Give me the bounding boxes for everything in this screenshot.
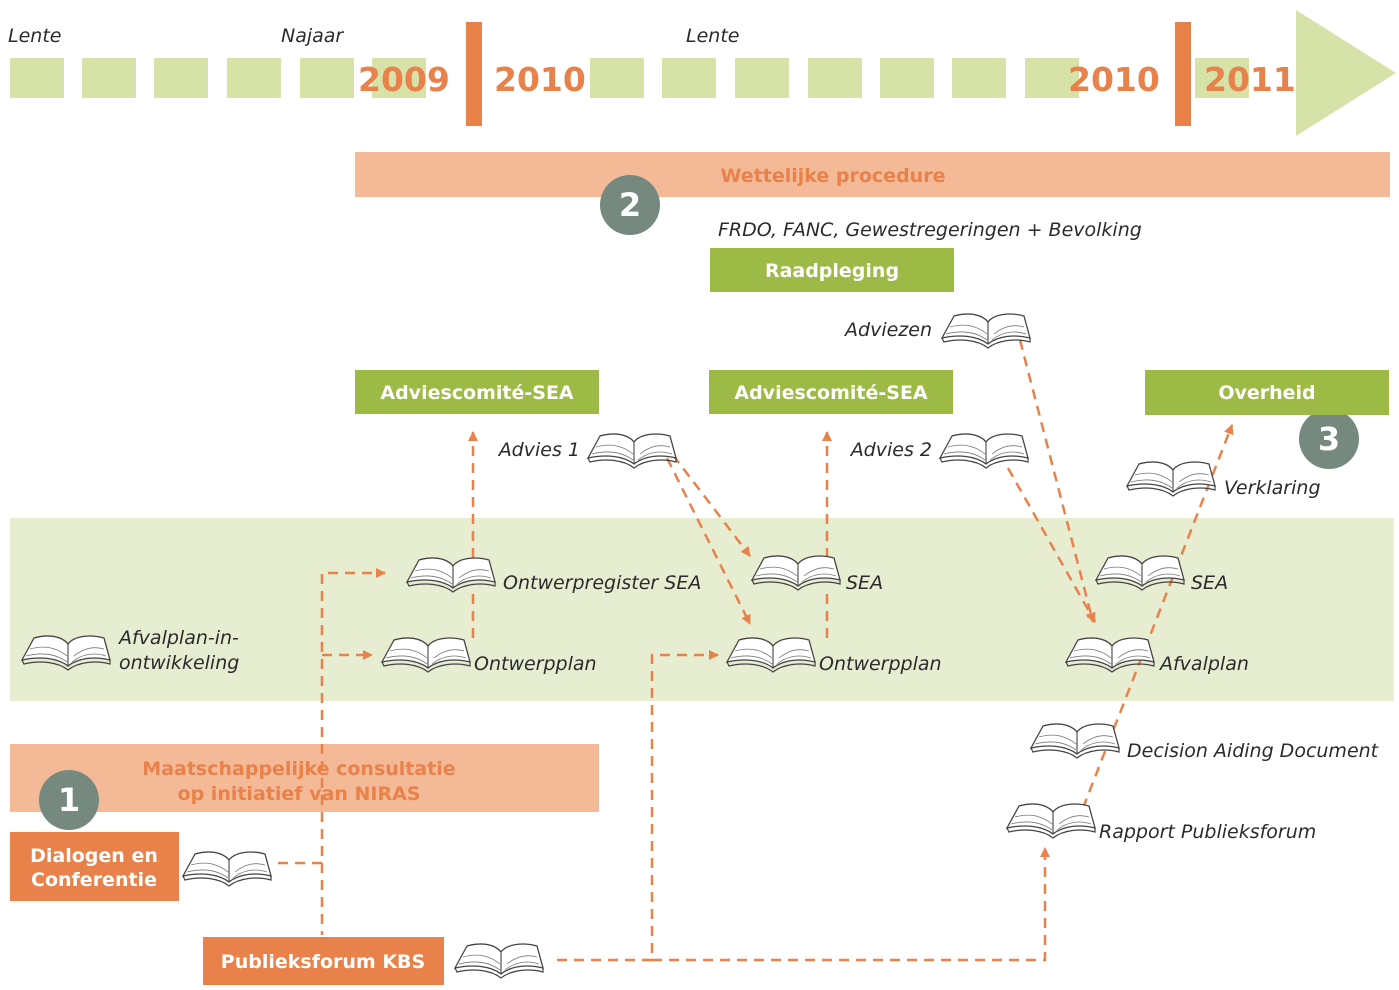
advisory-committee-box: [355, 370, 599, 414]
year-label: 2010: [494, 60, 586, 99]
doc-label-afvalplan-in-ontwikkeling: ontwikkeling: [119, 652, 239, 674]
step-circle-2: [600, 175, 660, 235]
advisory-committee-label: Adviescomité-SEA: [380, 382, 574, 404]
season-label: Najaar: [281, 25, 344, 47]
year-label: 2009: [358, 60, 450, 99]
book-icon: [454, 943, 544, 979]
year-label: 2010: [1068, 60, 1160, 99]
advisory-committee-box: [709, 370, 953, 414]
book-icon: [1030, 723, 1120, 759]
raadpleging-label: Raadpleging: [765, 260, 899, 282]
public-forum-box: [203, 937, 444, 985]
book-icon: [1126, 461, 1216, 497]
raadpleging-box: [710, 248, 954, 292]
doc-label-rapport-publieksforum: Rapport Publieksforum: [1099, 821, 1316, 843]
year-divider: [466, 22, 482, 126]
consultation-label: op initiatief van NIRAS: [178, 783, 421, 805]
doc-label-advies-2: Advies 2: [849, 439, 932, 461]
doc-label-advies-1: Advies 1: [497, 439, 580, 461]
doc-label-sea: SEA: [846, 572, 883, 594]
timeline-arrowhead: [1296, 10, 1396, 136]
book-icon: [587, 433, 677, 469]
step-number: 1: [58, 781, 80, 819]
consultation-banner: [10, 744, 599, 812]
doc-label-verklaring: Verklaring: [1224, 477, 1321, 499]
consultation-label: Maatschappelijke consultatie: [142, 758, 455, 780]
step-circle-1: [39, 770, 99, 830]
consultation-parties: FRDO, FANC, Gewestregeringen + Bevolking: [718, 219, 1142, 241]
doc-label-ontwerpregister: Ontwerpregister SEA: [503, 572, 701, 594]
step-number: 3: [1318, 420, 1340, 458]
timeline: [10, 10, 1396, 136]
legal-procedure-banner: [355, 152, 1390, 197]
public-forum-label: Publieksforum KBS: [221, 951, 425, 973]
dialogues-box: [10, 832, 179, 901]
legal-procedure-label: Wettelijke procedure: [721, 165, 946, 187]
year-label: 2011: [1204, 60, 1296, 99]
dialogues-label: Conferentie: [31, 869, 157, 891]
plan-band: [10, 518, 1394, 701]
book-icon: [939, 433, 1029, 469]
step-circle-3: [1299, 409, 1359, 469]
dialogues-label: Dialogen en: [30, 845, 158, 867]
year-divider: [1175, 22, 1191, 126]
book-icon: [941, 313, 1031, 349]
book-icon: [182, 851, 272, 887]
season-label: Lente: [686, 25, 739, 47]
doc-label-decision-aiding-document: Decision Aiding Document: [1127, 740, 1380, 762]
doc-label-ontwerpplan: Ontwerpplan: [819, 653, 942, 675]
government-box: [1145, 370, 1389, 415]
doc-label-sea: SEA: [1191, 572, 1228, 594]
advisory-committee-label: Adviescomité-SEA: [734, 382, 928, 404]
doc-label-ontwerpplan: Ontwerpplan: [474, 653, 597, 675]
season-label: Lente: [8, 25, 61, 47]
doc-label-afvalplan: Afvalplan: [1158, 653, 1249, 675]
step-number: 2: [619, 186, 641, 224]
government-label: Overheid: [1218, 382, 1315, 404]
book-icon: [1006, 803, 1096, 839]
doc-label-adviezen: Adviezen: [843, 319, 932, 341]
doc-label-afvalplan-in-ontwikkeling: Afvalplan-in-: [117, 627, 239, 649]
